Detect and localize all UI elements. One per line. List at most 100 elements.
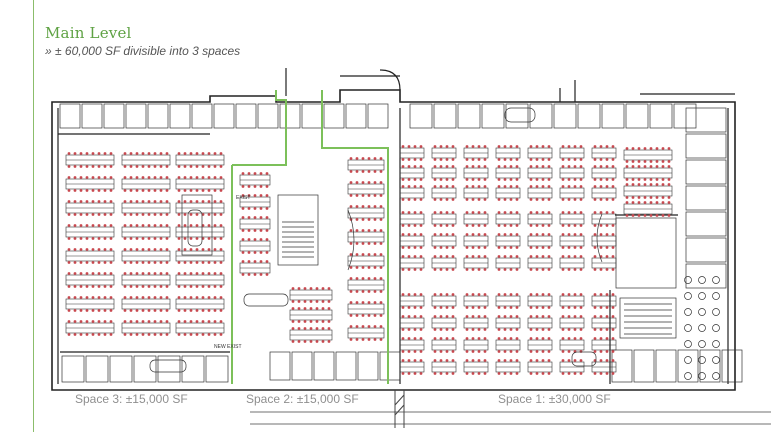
perimeter-room: [529, 103, 553, 129]
chair: [97, 296, 101, 299]
workstation-cluster: [495, 315, 521, 331]
chair: [503, 315, 507, 318]
chair: [109, 309, 113, 312]
workstation-cluster: [121, 224, 171, 240]
workstation-cluster: [175, 152, 225, 168]
chair: [401, 233, 405, 236]
chair: [109, 261, 113, 264]
chair: [189, 333, 193, 336]
chair: [419, 293, 423, 296]
chair: [477, 165, 481, 168]
workstation-cluster: [431, 145, 457, 161]
chair: [177, 320, 181, 323]
chair: [73, 237, 77, 240]
chair: [123, 189, 127, 192]
chair: [103, 320, 107, 323]
chair: [189, 248, 193, 251]
perimeter-room: [181, 355, 205, 383]
chair: [625, 214, 629, 217]
chair: [573, 315, 577, 318]
chair: [297, 300, 301, 303]
chair: [637, 165, 641, 168]
chair: [593, 165, 597, 168]
chair: [477, 255, 481, 258]
chair: [439, 306, 443, 309]
chair: [253, 216, 257, 219]
workstation-cluster: [463, 255, 489, 271]
chair: [593, 255, 597, 258]
chair: [593, 198, 597, 201]
chair: [661, 165, 665, 168]
building-shell: [51, 68, 736, 391]
workstation-cluster: [175, 272, 225, 288]
chair: [605, 233, 609, 236]
chair: [401, 293, 405, 296]
chair: [367, 290, 371, 293]
chair: [321, 307, 325, 310]
chair: [315, 340, 319, 343]
chair: [439, 246, 443, 249]
chair: [355, 290, 359, 293]
workstation-cluster: [65, 224, 115, 240]
chair: [509, 337, 513, 340]
chair: [503, 158, 507, 161]
chair: [183, 285, 187, 288]
chair: [471, 185, 475, 188]
chair: [189, 285, 193, 288]
chair: [327, 287, 331, 290]
chair: [177, 309, 181, 312]
chair: [67, 213, 71, 216]
chair: [355, 277, 359, 280]
space-2-label: Space 2: ±15,000 SF: [246, 392, 359, 406]
chair: [165, 261, 169, 264]
chair: [593, 372, 597, 375]
chair: [547, 372, 551, 375]
chair: [195, 272, 199, 275]
chair: [189, 165, 193, 168]
chair: [253, 238, 257, 241]
chair: [195, 309, 199, 312]
chair: [195, 176, 199, 179]
chair: [219, 213, 223, 216]
chair: [611, 233, 615, 236]
workstation-cluster: [399, 293, 425, 309]
workstation-cluster: [175, 248, 225, 264]
chair: [535, 158, 539, 161]
chair: [141, 152, 145, 155]
chair: [439, 224, 443, 227]
chair: [73, 224, 77, 227]
chair: [297, 327, 301, 330]
chair: [141, 285, 145, 288]
chair: [189, 152, 193, 155]
chair: [129, 333, 133, 336]
chair: [91, 176, 95, 179]
chair: [401, 328, 405, 331]
workstation-clusters: [65, 145, 673, 375]
chair: [599, 185, 603, 188]
chair: [407, 350, 411, 353]
workstation-cluster: [431, 255, 457, 271]
perimeter-room: [125, 103, 147, 129]
chair: [303, 307, 307, 310]
chair: [643, 147, 647, 150]
perimeter-room: [269, 351, 291, 381]
conference-table: [571, 351, 597, 367]
workstation-cluster: [347, 301, 385, 317]
chair: [593, 350, 597, 353]
chair: [195, 237, 199, 240]
chair: [599, 306, 603, 309]
chair: [407, 158, 411, 161]
chair: [477, 145, 481, 148]
chair: [515, 198, 519, 201]
chair: [529, 165, 533, 168]
chair: [177, 152, 181, 155]
chair: [465, 306, 469, 309]
workstation-cluster: [121, 200, 171, 216]
chair: [253, 273, 257, 276]
chair: [183, 237, 187, 240]
chair: [599, 328, 603, 331]
chair: [509, 158, 513, 161]
chair: [561, 233, 565, 236]
chair: [407, 246, 411, 249]
chair: [477, 328, 481, 331]
